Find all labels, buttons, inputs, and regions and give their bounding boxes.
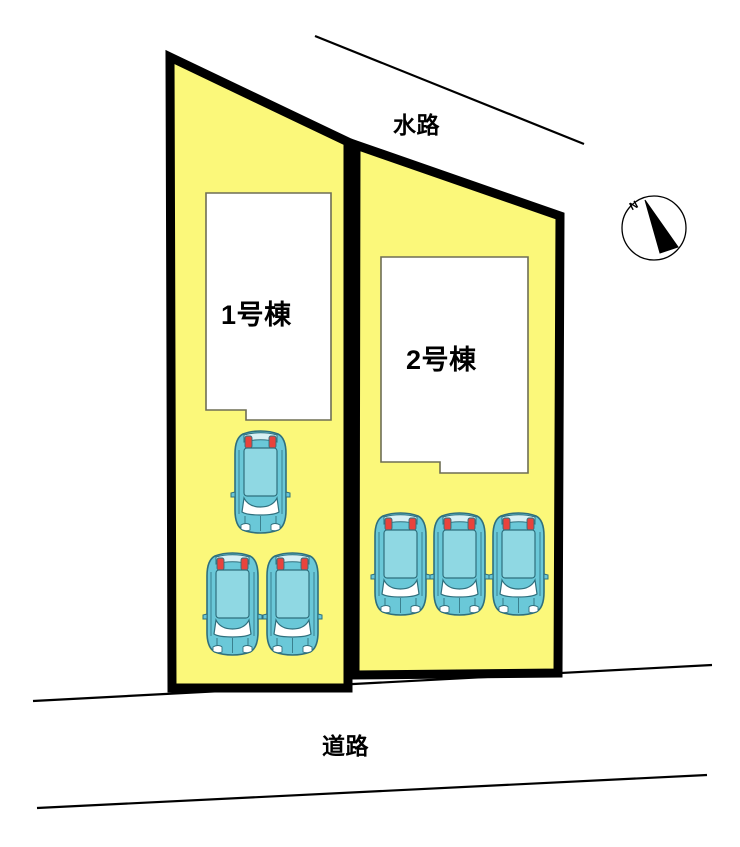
lot-2-parking-cars [370,512,549,616]
car-lot1-left[interactable] [202,552,263,656]
car-lot2-middle[interactable] [429,512,490,616]
building-1-label: 1号棟 [221,300,292,330]
road-line-lower [36,773,708,810]
compass-north-needle-icon [644,199,679,254]
car-lot1-right[interactable] [262,552,323,656]
car-lot2-right[interactable] [488,512,549,616]
car-lot2-left[interactable] [370,512,431,616]
car-lot1-top[interactable] [230,430,291,534]
waterway-boundary-line [314,34,585,146]
compass-rose [621,195,687,261]
building-2-polygon [380,256,529,474]
road-label: 道路 [322,733,369,759]
building-1-polygon [205,192,332,421]
road-boundary-lines [32,663,713,810]
building-2-label: 2号棟 [406,345,477,375]
waterway-label: 水路 [393,112,440,138]
building-1-footprint[interactable] [205,192,332,421]
road-line-upper [32,663,713,703]
building-2-footprint[interactable] [380,256,529,474]
waterway-line [314,34,585,146]
